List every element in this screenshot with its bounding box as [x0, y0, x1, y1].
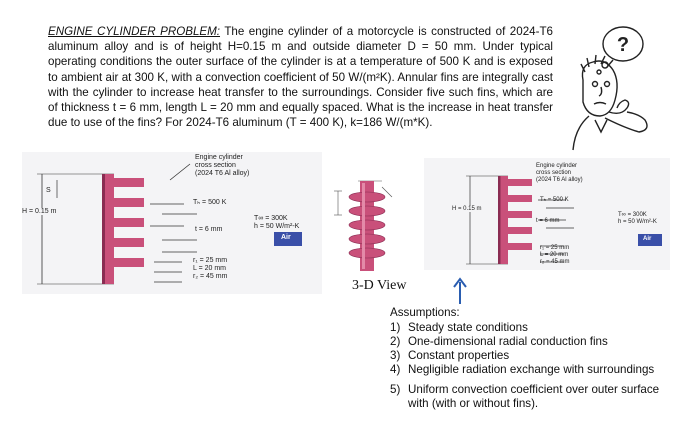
left-s-label: S: [46, 187, 51, 194]
thinking-person-icon: ?: [572, 26, 648, 151]
right-ambient-label: T∞ = 300K h = 50 W/m²-K: [618, 212, 657, 226]
right-hcoef: h = 50 W/m²-K: [618, 219, 657, 225]
left-L: L = 20 mm: [193, 265, 227, 272]
finned-cylinder-3d-figure: [334, 180, 393, 271]
assumption-text: Negligible radiation exchange with surro…: [408, 363, 655, 376]
assumption-text: Steady state conditions: [408, 321, 528, 334]
right-air-box: [638, 234, 662, 246]
left-h-label: H = 0.15 m: [22, 208, 57, 215]
right-radii-label: r₁ = 25 mm L = 20 mm r₂ = 45 mm: [540, 245, 570, 266]
air-box: [274, 232, 302, 246]
right-tb-label: Tₕ = 500 K: [540, 197, 569, 203]
assumption-num: 4): [390, 363, 401, 376]
problem-title: ENGINE CYLINDER PROBLEM:: [48, 25, 221, 38]
assumption-text: One-dimensional radial conduction fins: [408, 335, 608, 348]
left-cs-line3: (2024 T6 Al alloy): [195, 170, 250, 177]
right-tinf: T∞ = 300K: [618, 212, 647, 218]
problem-statement: ENGINE CYLINDER PROBLEM: The engine cyli…: [48, 24, 553, 130]
assumption-num: 1): [390, 321, 401, 334]
assumption-item: 2) One-dimensional radial conduction fins: [390, 335, 670, 349]
left-t-label: t = 6 mm: [195, 226, 223, 233]
left-tb-label: Tₕ = 500 K: [193, 199, 227, 206]
assumptions-block: Assumptions: 1) Steady state conditions 2…: [390, 306, 670, 411]
right-cs-line2: cross section: [536, 170, 572, 176]
right-h-label: H = 0.15 m: [452, 206, 482, 212]
assumption-num: 3): [390, 349, 401, 362]
assumptions-heading: Assumptions:: [390, 306, 460, 319]
view-label: 3-D View: [352, 278, 407, 293]
left-air-label: Air: [281, 234, 291, 241]
right-air-label: Air: [643, 236, 652, 242]
right-r1: r₁ = 25 mm: [540, 245, 570, 251]
right-L: L = 20 mm: [540, 252, 569, 258]
right-cross-section-label: Engine cylinder cross section (2024 T6 A…: [536, 163, 583, 184]
left-cs-line1: Engine cylinder: [195, 154, 243, 161]
assumption-num: 5): [390, 383, 401, 396]
left-cross-section-label: Engine cylinder cross section (2024 T6 A…: [195, 154, 249, 178]
left-radii-label: r₁ = 25 mm L = 20 mm r₂ = 45 mm: [193, 257, 227, 281]
up-arrow-icon: [453, 277, 467, 304]
right-t-label: t = 6 mm: [536, 218, 560, 224]
assumption-num: 2): [390, 335, 401, 348]
left-ambient-label: T∞ = 300K h = 50 W/m²-K: [254, 215, 299, 231]
right-r2: r₂ = 45 mm: [540, 259, 570, 265]
left-cross-section-figure: [22, 152, 322, 294]
left-r2: r₂ = 45 mm: [193, 273, 228, 280]
right-cs-line3: (2024 T6 Al alloy): [536, 177, 583, 183]
assumption-text: Uniform convection coefficient over oute…: [408, 383, 660, 410]
left-hcoef: h = 50 W/m²-K: [254, 223, 300, 230]
assumption-item: 3) Constant properties: [390, 349, 670, 363]
left-cs-line2: cross section: [195, 162, 236, 169]
assumption-text: Constant properties: [408, 349, 510, 362]
problem-body: The engine cylinder of a motorcycle is c…: [48, 25, 553, 130]
left-tinf: T∞ = 300K: [254, 215, 288, 222]
assumption-item: 5) Uniform convection coefficient over ou…: [390, 383, 670, 411]
assumption-item: 4) Negligible radiation exchange with sur…: [390, 363, 670, 377]
right-cs-line1: Engine cylinder: [536, 163, 578, 169]
question-mark: ?: [617, 34, 629, 56]
right-cross-section-figure: [424, 158, 670, 270]
left-r1: r₁ = 25 mm: [193, 257, 228, 264]
assumption-item: 1) Steady state conditions: [390, 321, 670, 335]
assumptions-list: 1) Steady state conditions 2) One-dimensio…: [390, 321, 670, 411]
